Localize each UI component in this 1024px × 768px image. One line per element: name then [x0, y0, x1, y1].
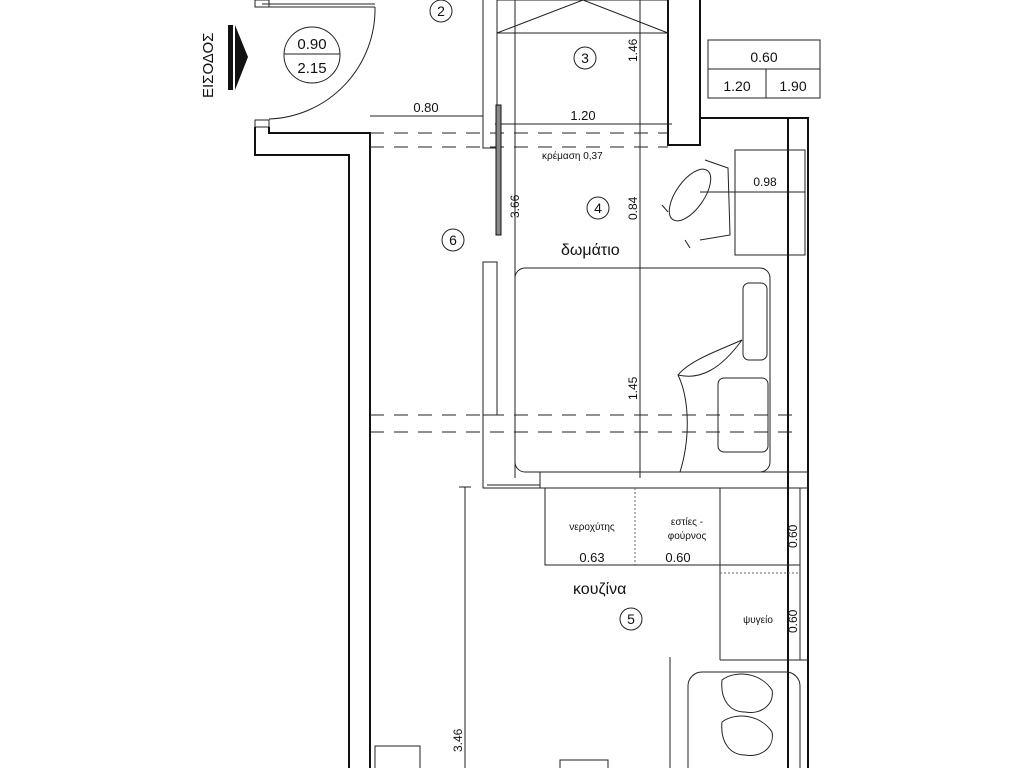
dim-060-b: 0.60 [786, 524, 800, 548]
walls [254, 0, 809, 768]
stove-label-1: εστίες - [671, 516, 703, 528]
door-size-tag: 0.90 2.15 [283, 26, 341, 84]
desk: 0.98 [700, 149, 806, 256]
fridge-label: ψυγείο [743, 614, 773, 626]
dim-098: 0.98 [753, 175, 777, 189]
sliding-door[interactable] [495, 104, 502, 236]
door-height: 2.15 [297, 60, 326, 77]
dim-060-c: 0.60 [786, 609, 800, 633]
furniture-item [559, 759, 609, 768]
sink-label: νεροχύτης [569, 521, 615, 533]
room-number-tags: 2 3 4 6 5 [429, 0, 643, 631]
room-number-3: 3 [581, 50, 589, 66]
window-sill: 1.20 [723, 78, 750, 94]
room-number-4: 4 [594, 200, 602, 216]
room-name-bedroom: δωμάτιο [561, 242, 620, 259]
window-width: 0.60 [750, 49, 777, 65]
bed: 1.45 [514, 267, 771, 473]
entrance-arrow-icon [235, 25, 248, 90]
dim-145: 1.45 [626, 376, 640, 400]
kitchen-counter: νεροχύτης εστίες - φούρνος ψυγείο 0.63 0… [544, 488, 808, 661]
entrance-bar [228, 25, 233, 90]
dim-146: 1.46 [626, 38, 640, 62]
chair-icon [661, 159, 731, 249]
stove-label-2: φούρνος [668, 530, 707, 542]
room-number-6: 6 [449, 232, 457, 248]
hang-note: κρέμαση 0,37 [542, 150, 603, 162]
dim-366: 3.66 [508, 194, 522, 218]
dim-120: 1.20 [570, 108, 595, 123]
entrance-marker: ΕΙΣΟΔΟΣ [200, 25, 248, 98]
dim-063: 0.63 [579, 550, 604, 565]
dim-080: 0.80 [413, 100, 438, 115]
sofa [687, 671, 801, 768]
dim-346: 3.46 [451, 728, 465, 752]
dim-084: 0.84 [626, 196, 640, 220]
sliding-door[interactable] [482, 261, 498, 416]
room-name-kitchen: κουζίνα [573, 581, 626, 598]
entrance-label: ΕΙΣΟΔΟΣ [200, 33, 217, 98]
closet [496, 0, 669, 478]
room-number-5: 5 [627, 611, 635, 627]
entrance-door[interactable] [254, 0, 376, 128]
furniture-item [374, 745, 421, 768]
window-head: 1.90 [779, 78, 806, 94]
dim-060: 0.60 [665, 550, 690, 565]
room-number-2: 2 [437, 3, 445, 19]
door-width: 0.90 [297, 36, 326, 53]
window-size-table: 0.60 1.20 1.90 [707, 39, 821, 99]
